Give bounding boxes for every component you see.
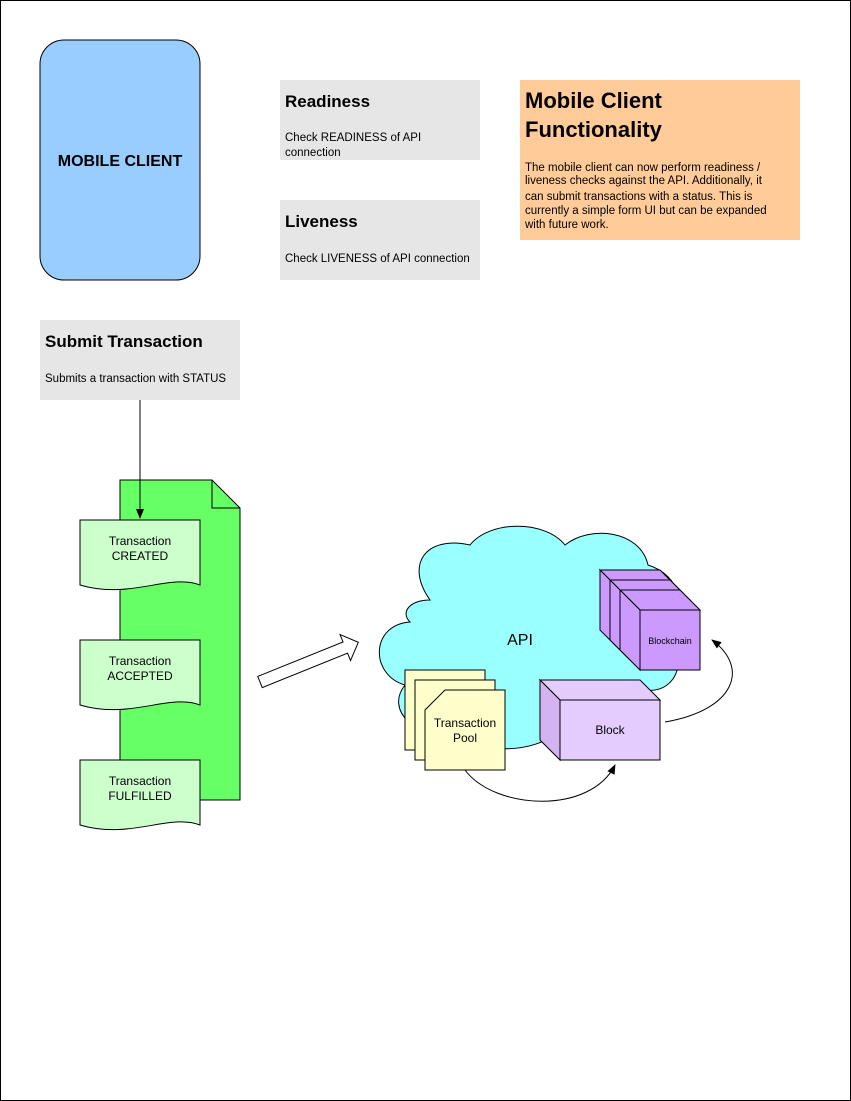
transaction-created-doc[interactable]: Transaction CREATED (79, 519, 201, 591)
functionality-note[interactable]: Mobile Client Functionality The mobile c… (520, 80, 800, 240)
submit-transaction-note[interactable]: Submit Transaction Submits a transaction… (40, 320, 240, 400)
readiness-desc-line1: Check READINESS of API (285, 132, 421, 144)
functionality-body-line: The mobile client can now perform readin… (525, 162, 761, 174)
readiness-desc-line2: connection (285, 147, 341, 159)
transaction-fulfilled-line1: Transaction (109, 774, 171, 788)
functionality-body-line: with future work. (524, 219, 609, 231)
blockchain-stack[interactable]: Blockchain (598, 568, 702, 672)
submit-title: Submit Transaction (45, 332, 203, 351)
functionality-body-line: liveness checks against the API. Additio… (525, 175, 763, 187)
block-label: Block (595, 723, 625, 737)
readiness-title: Readiness (285, 92, 370, 111)
functionality-body-line: currently a simple form UI but can be ex… (525, 205, 767, 217)
functionality-title-line2: Functionality (525, 117, 663, 142)
transaction-created-line1: Transaction (109, 534, 171, 548)
transaction-fulfilled-line2: FULFILLED (108, 789, 172, 803)
pool-to-block-arrow (464, 764, 616, 802)
transaction-accepted-line1: Transaction (109, 654, 171, 668)
liveness-desc: Check LIVENESS of API connection (285, 253, 470, 265)
liveness-note[interactable]: Liveness Check LIVENESS of API connectio… (280, 200, 480, 280)
api-label: API (507, 632, 533, 649)
hollow-arrow (257, 633, 359, 689)
pool-line1: Transaction (434, 716, 496, 730)
mobile-client-label: MOBILE CLIENT (58, 153, 183, 170)
pool-line2: Pool (453, 731, 477, 745)
blockchain-label: Blockchain (648, 636, 692, 646)
transaction-fulfilled-doc[interactable]: Transaction FULFILLED (79, 759, 201, 831)
submit-desc: Submits a transaction with STATUS (45, 373, 226, 385)
transaction-created-line2: CREATED (112, 549, 169, 563)
liveness-title: Liveness (285, 212, 358, 231)
readiness-note[interactable]: Readiness Check READINESS of API connect… (280, 80, 480, 160)
block-cube[interactable]: Block (538, 678, 662, 762)
transaction-pool[interactable]: Transaction Pool (404, 669, 506, 771)
transaction-accepted-doc[interactable]: Transaction ACCEPTED (79, 639, 201, 711)
mobile-client-node[interactable]: MOBILE CLIENT (39, 39, 201, 281)
transaction-accepted-line2: ACCEPTED (107, 669, 173, 683)
functionality-title-line1: Mobile Client (525, 88, 663, 113)
functionality-body-line: can submit transactions with a status. T… (525, 191, 753, 203)
block-to-blockchain-arrow (664, 639, 733, 723)
